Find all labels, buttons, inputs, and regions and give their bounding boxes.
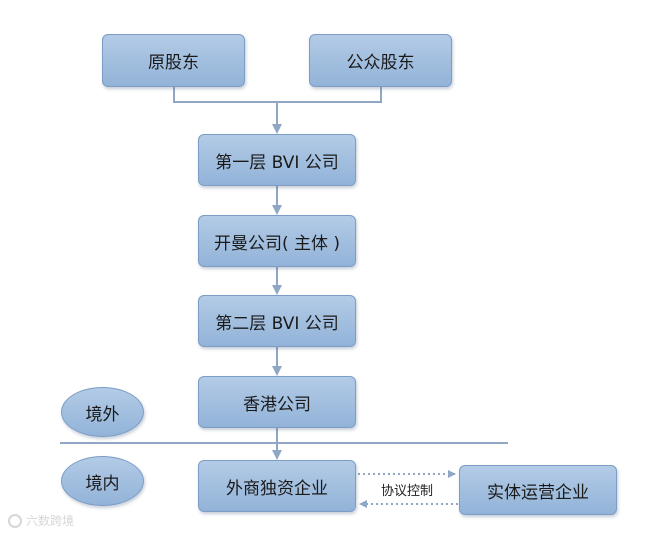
merge-connector bbox=[173, 87, 382, 103]
node-label: 开曼公司( 主体 ) bbox=[213, 233, 341, 254]
node-label: 香港公司 bbox=[243, 394, 311, 415]
node-kaiman: 开曼公司( 主体 ) bbox=[198, 215, 356, 267]
node-label: 公众股东 bbox=[346, 53, 415, 73]
node-label: 外商独资企业 bbox=[226, 478, 328, 499]
node-operating: 实体运营企业 bbox=[459, 465, 617, 515]
region-offshore: 境外 bbox=[61, 387, 144, 437]
region-onshore: 境内 bbox=[61, 456, 144, 506]
node-label: 实体运营企业 bbox=[487, 482, 589, 503]
watermark-logo-icon bbox=[8, 513, 22, 528]
region-label: 境内 bbox=[85, 473, 120, 494]
node-label: 原股东 bbox=[148, 53, 199, 73]
watermark: 六数跨境 bbox=[8, 512, 74, 529]
node-public-shareholders: 公众股东 bbox=[309, 34, 452, 87]
region-label: 境外 bbox=[85, 404, 120, 425]
agreement-control-label: 协议控制 bbox=[379, 480, 436, 499]
node-bvi-second: 第二层 BVI 公司 bbox=[198, 295, 356, 347]
node-original-shareholders: 原股东 bbox=[102, 34, 245, 87]
node-bvi-first: 第一层 BVI 公司 bbox=[198, 134, 356, 186]
node-label: 第一层 BVI 公司 bbox=[215, 152, 339, 173]
node-hongkong: 香港公司 bbox=[198, 376, 356, 428]
watermark-text: 六数跨境 bbox=[26, 514, 75, 528]
node-wfoe: 外商独资企业 bbox=[198, 460, 356, 512]
node-label: 第二层 BVI 公司 bbox=[215, 313, 339, 334]
